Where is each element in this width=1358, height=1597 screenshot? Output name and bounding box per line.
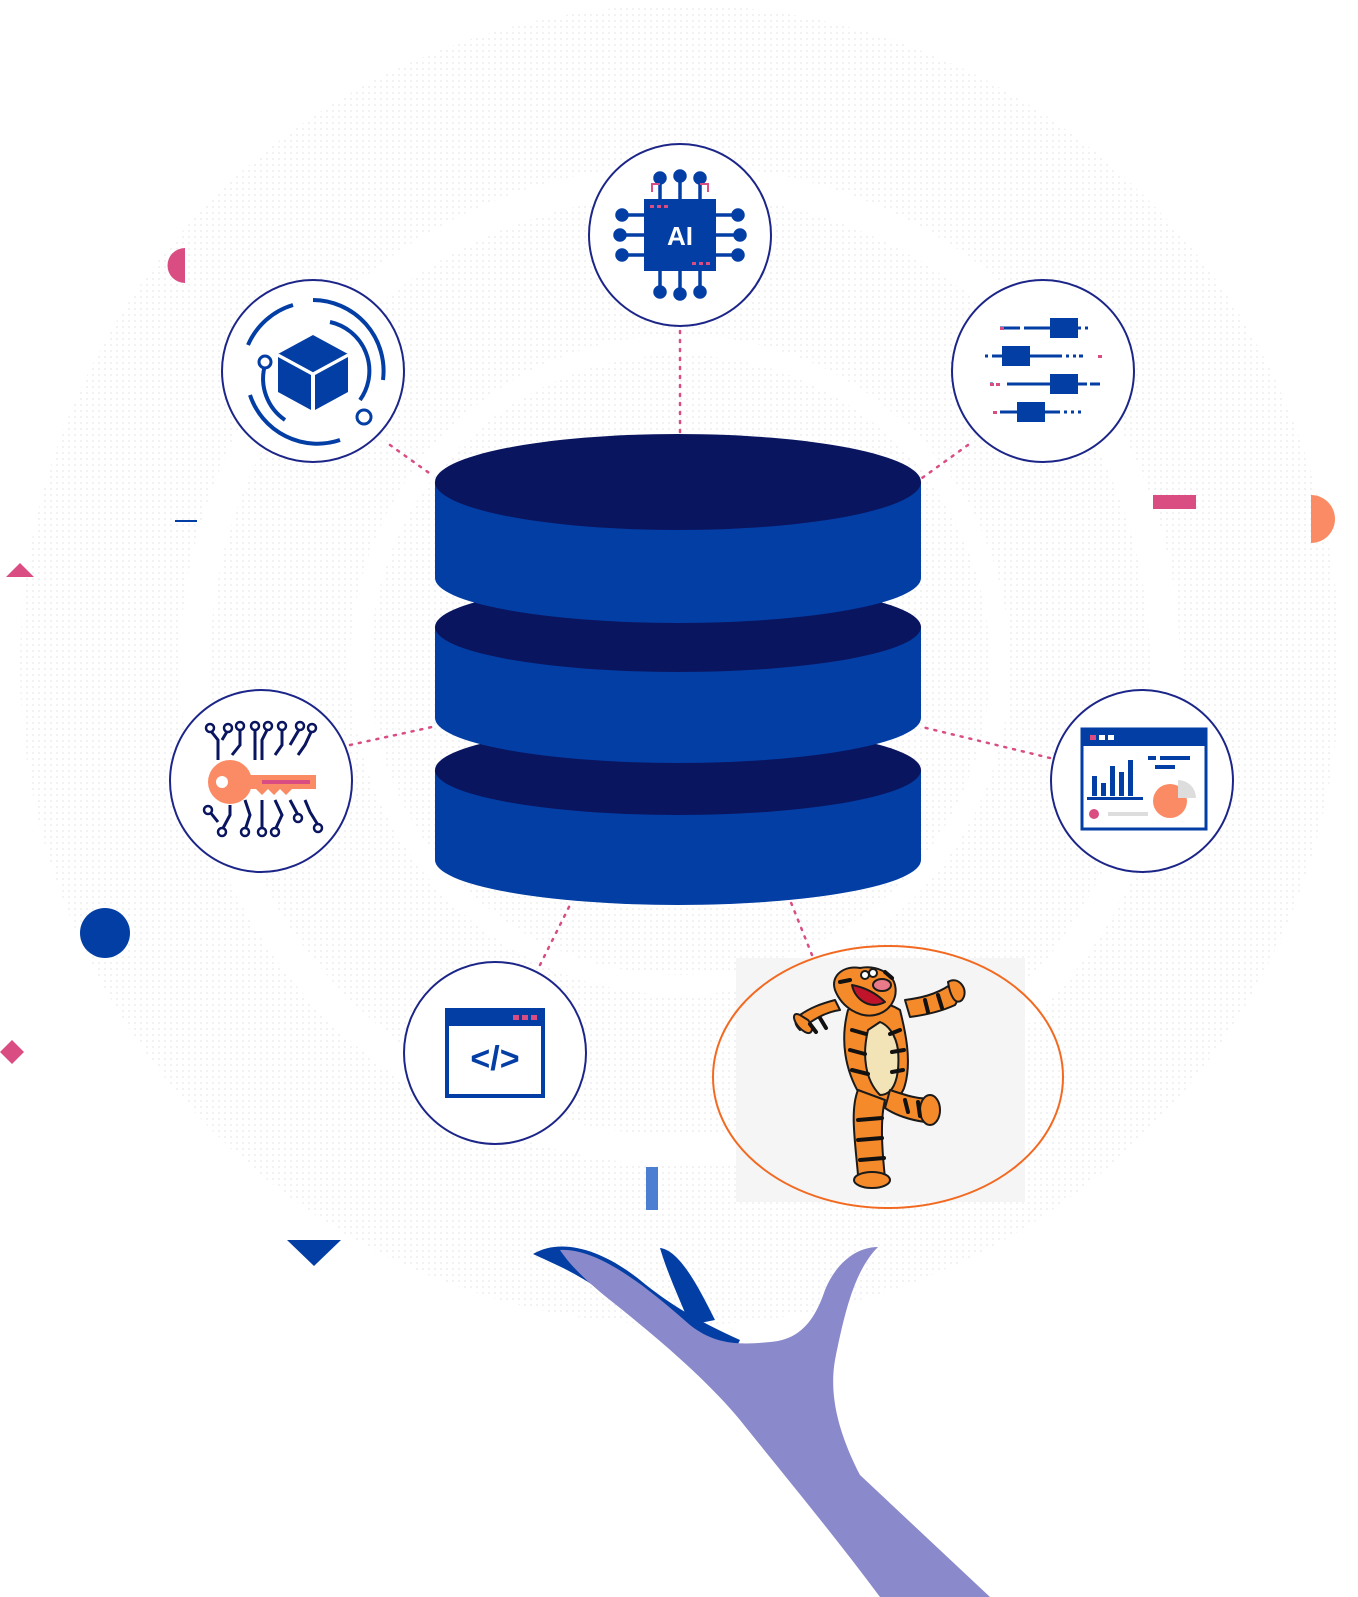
database-layer-top-top [435, 434, 921, 530]
ai-chip-label: AI [667, 221, 693, 251]
database-icon [435, 434, 921, 905]
navy-down-triangle [287, 1240, 341, 1266]
pink-dash [1153, 495, 1196, 509]
pink-triangle [6, 563, 34, 577]
pink-diamond [0, 1040, 24, 1064]
coral-half-circle [1311, 495, 1335, 543]
hand-illustration [533, 1246, 990, 1597]
ai-chip-icon: AI [588, 143, 772, 327]
blue-bar [646, 1167, 658, 1210]
hand-shape [560, 1247, 990, 1597]
connector-lines [348, 320, 1052, 967]
code-window-icon: </> [403, 961, 587, 1145]
tigger-figure [793, 966, 966, 1189]
cube-icon [221, 279, 405, 463]
decorative-shapes [0, 248, 1335, 1266]
tigger-photo [712, 945, 1064, 1209]
analytics-dashboard-icon [1050, 689, 1234, 873]
hand-finger-shadow [660, 1248, 715, 1325]
circuit-key-icon [169, 689, 353, 873]
code-window-label: </> [470, 1040, 519, 1078]
navy-dot [80, 908, 130, 958]
pink-half-circle [167, 248, 185, 283]
sliders-icon [951, 279, 1135, 463]
